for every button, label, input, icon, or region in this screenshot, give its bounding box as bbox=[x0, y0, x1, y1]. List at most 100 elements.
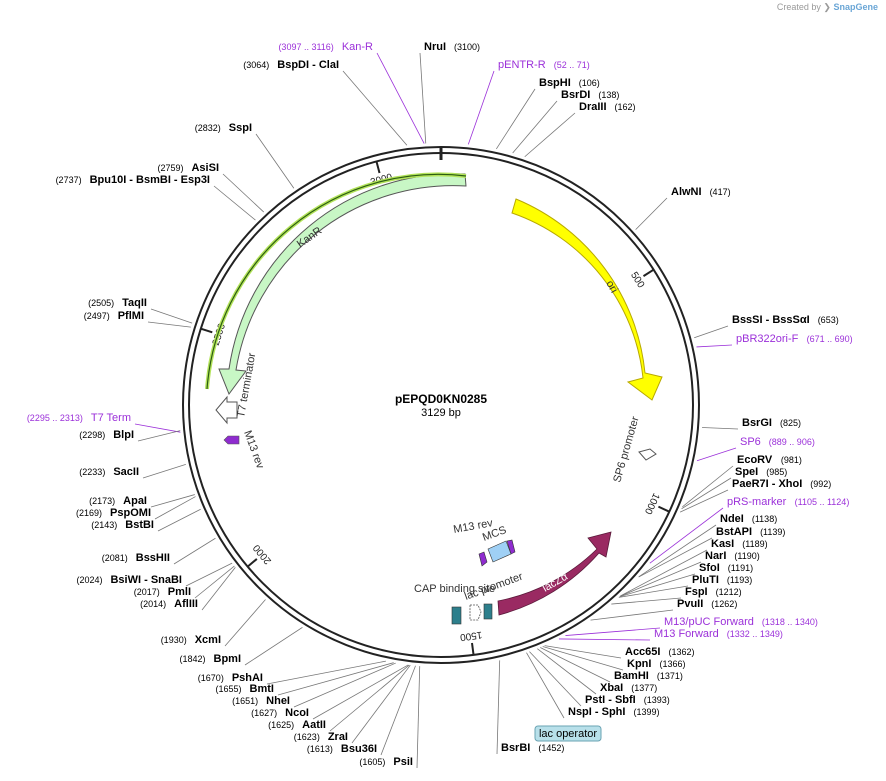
primer-label: pBR322ori-F bbox=[736, 333, 799, 345]
leader-line bbox=[142, 463, 186, 479]
brand-name: SnapGene bbox=[833, 2, 878, 12]
enzyme-label: XbaI bbox=[600, 682, 623, 694]
leader-line bbox=[329, 664, 410, 732]
leader-line bbox=[619, 573, 696, 598]
primer-label: M13/pUC Forward bbox=[664, 616, 754, 628]
site-position: (1842) bbox=[179, 654, 205, 664]
sp6-promoter-feature bbox=[638, 448, 657, 461]
site-position: (1393) bbox=[644, 695, 670, 705]
leader-line bbox=[565, 627, 661, 636]
enzyme-label: SpeI bbox=[735, 466, 758, 478]
leader-line bbox=[134, 423, 181, 433]
sp6-promoter-label: SP6 promoter bbox=[611, 415, 641, 484]
enzyme-label: BssHII bbox=[136, 552, 170, 564]
enzyme-label: PspOMI bbox=[110, 507, 151, 519]
leader-line bbox=[222, 173, 265, 213]
leader-line bbox=[544, 645, 622, 659]
site-position: (3064) bbox=[243, 60, 269, 70]
site-position: (3097 .. 3116) bbox=[278, 42, 333, 52]
site-position: (2295 .. 2313) bbox=[27, 413, 83, 423]
enzyme-label: NspI - SphI bbox=[568, 706, 625, 718]
site-position: (2233) bbox=[79, 467, 105, 477]
enzyme-label: AflIII bbox=[174, 598, 198, 610]
plasmid-length: 3129 bp bbox=[421, 407, 461, 419]
enzyme-label: FspI bbox=[685, 586, 708, 598]
leader-line bbox=[419, 52, 427, 144]
leader-line bbox=[620, 549, 708, 597]
enzyme-label: KasI bbox=[711, 538, 734, 550]
credit-line: Created by ❯ SnapGene bbox=[777, 2, 878, 13]
site-position: (1362) bbox=[668, 647, 694, 657]
leader-line bbox=[682, 465, 734, 508]
site-position: (889 .. 906) bbox=[769, 437, 815, 447]
enzyme-label: SfoI bbox=[699, 562, 720, 574]
site-position: (1366) bbox=[659, 659, 685, 669]
enzyme-label: PvuII bbox=[677, 598, 703, 610]
tick-mark bbox=[657, 505, 670, 513]
site-position: (992) bbox=[810, 479, 831, 489]
enzyme-label: XcmI bbox=[195, 634, 221, 646]
primer-label: pENTR-R bbox=[498, 59, 546, 71]
enzyme-label: BsrDI bbox=[561, 89, 590, 101]
leader-line bbox=[277, 662, 394, 696]
site-position: (653) bbox=[818, 315, 839, 325]
enzyme-label: PsiI bbox=[393, 756, 413, 768]
site-position: (1138) bbox=[752, 514, 777, 524]
leader-line bbox=[342, 70, 408, 146]
m13rev-left-label: M13 rev bbox=[241, 429, 266, 471]
enzyme-label: BsiWI - SnaBI bbox=[110, 574, 182, 586]
leader-line bbox=[157, 508, 201, 532]
leader-line bbox=[173, 537, 216, 565]
enzyme-label: BspDI - ClaI bbox=[277, 59, 339, 71]
leader-line bbox=[679, 489, 729, 513]
lacz-feature bbox=[497, 531, 612, 616]
enzyme-label: NcoI bbox=[285, 707, 309, 719]
site-position: (1651) bbox=[232, 696, 258, 706]
site-position: (825) bbox=[780, 418, 801, 428]
site-position: (52 .. 71) bbox=[554, 60, 590, 70]
site-position: (1625) bbox=[268, 720, 294, 730]
tick-label: 1500 bbox=[459, 629, 483, 643]
site-position: (2017) bbox=[134, 587, 160, 597]
enzyme-label: NdeI bbox=[720, 513, 744, 525]
site-position: (1139) bbox=[760, 527, 785, 537]
site-position: (1189) bbox=[742, 539, 767, 549]
site-position: (138) bbox=[598, 90, 619, 100]
enzyme-label: BamHI bbox=[614, 670, 649, 682]
enzyme-label: AlwNI bbox=[671, 186, 702, 198]
credit-text: Created by bbox=[776, 2, 821, 12]
leader-line bbox=[618, 585, 689, 598]
enzyme-label: SacII bbox=[113, 466, 139, 478]
site-position: (1452) bbox=[538, 743, 564, 753]
leader-line bbox=[380, 665, 416, 756]
lac-promoter-feature bbox=[469, 604, 482, 621]
enzyme-label: PluTI bbox=[692, 574, 719, 586]
enzyme-label: AatII bbox=[302, 719, 326, 731]
right-site-labels: NruI(3100)pENTR-R(52 .. 71)BspHI(106)Bsr… bbox=[424, 41, 853, 754]
enzyme-label: ApaI bbox=[123, 495, 147, 507]
site-position: (2081) bbox=[102, 553, 128, 563]
site-position: (417) bbox=[710, 187, 731, 197]
site-position: (1371) bbox=[657, 671, 683, 681]
site-position: (2143) bbox=[91, 520, 117, 530]
leader-line bbox=[638, 524, 717, 577]
site-position: (1399) bbox=[633, 707, 659, 717]
site-position: (1193) bbox=[727, 575, 752, 585]
leader-line bbox=[351, 664, 411, 744]
leader-line bbox=[496, 88, 536, 150]
enzyme-label: NarI bbox=[705, 550, 726, 562]
leader-line bbox=[542, 646, 624, 671]
enzyme-label: BsrGI bbox=[742, 417, 772, 429]
primer-label: SP6 bbox=[740, 436, 761, 448]
tick-mark bbox=[471, 642, 475, 656]
leader-line bbox=[224, 599, 266, 647]
site-position: (1623) bbox=[294, 732, 320, 742]
lac-operator-box bbox=[534, 725, 602, 742]
leader-line bbox=[137, 430, 181, 442]
leader-line bbox=[635, 197, 668, 230]
site-position: (671 .. 690) bbox=[807, 334, 853, 344]
leader-line bbox=[694, 325, 729, 339]
site-position: (1105 .. 1124) bbox=[795, 497, 850, 507]
t7-terminator-feature bbox=[215, 395, 238, 425]
